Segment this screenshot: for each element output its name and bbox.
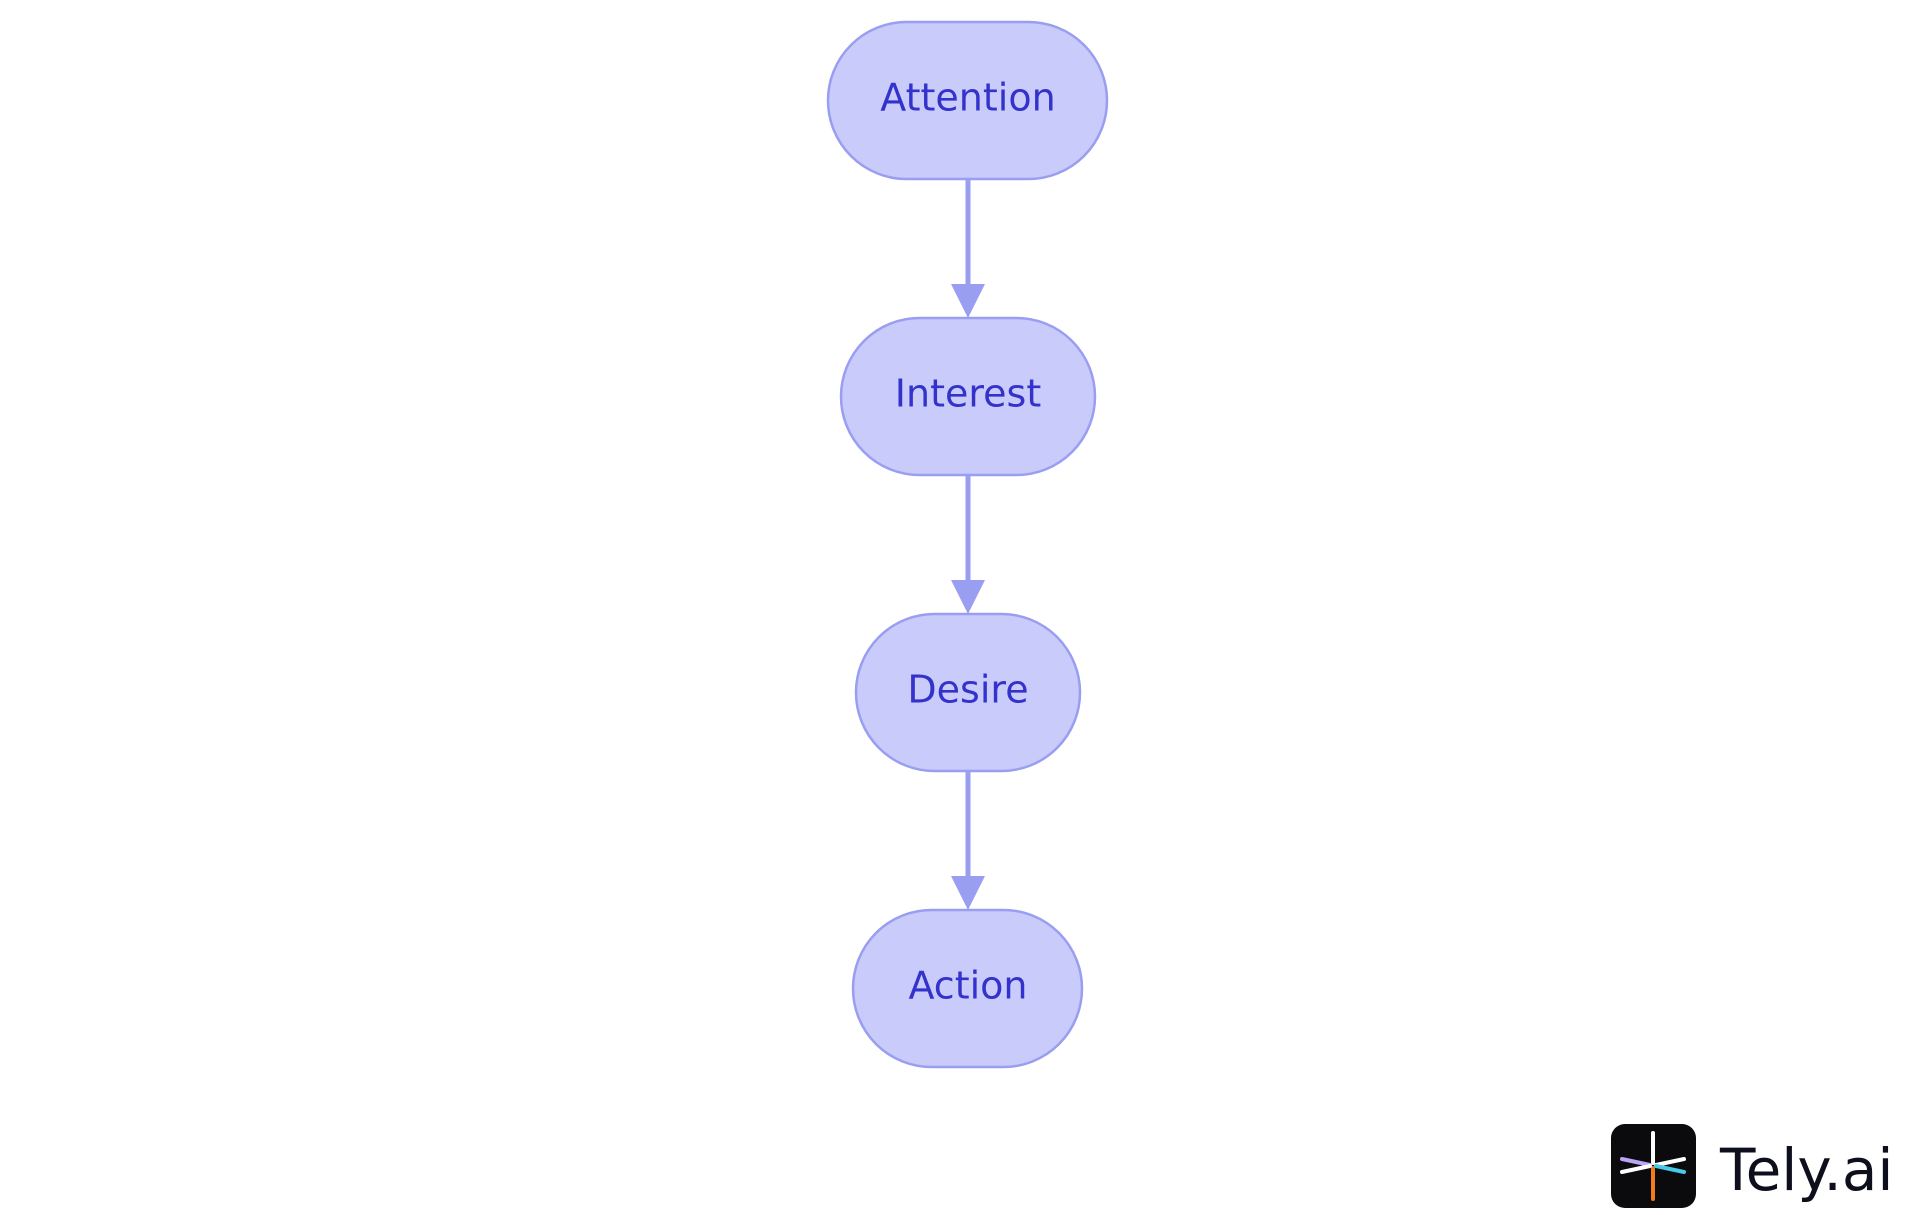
- node-attention: Attention: [826, 20, 1109, 181]
- node-interest: Interest: [839, 316, 1097, 477]
- edge-interest-desire: [951, 476, 985, 614]
- brand-watermark: Tely.ai: [1611, 1124, 1894, 1208]
- edge-desire-action: [951, 772, 985, 910]
- node-desire-label: Desire: [907, 668, 1028, 712]
- tely-logo-icon: [1611, 1124, 1696, 1208]
- brand-name: Tely.ai: [1719, 1136, 1894, 1204]
- node-action: Action: [851, 908, 1084, 1069]
- node-action-label: Action: [908, 964, 1027, 1008]
- node-desire: Desire: [854, 612, 1082, 773]
- node-attention-label: Attention: [880, 76, 1055, 120]
- node-interest-label: Interest: [895, 372, 1041, 416]
- edge-attention-interest: [951, 180, 985, 318]
